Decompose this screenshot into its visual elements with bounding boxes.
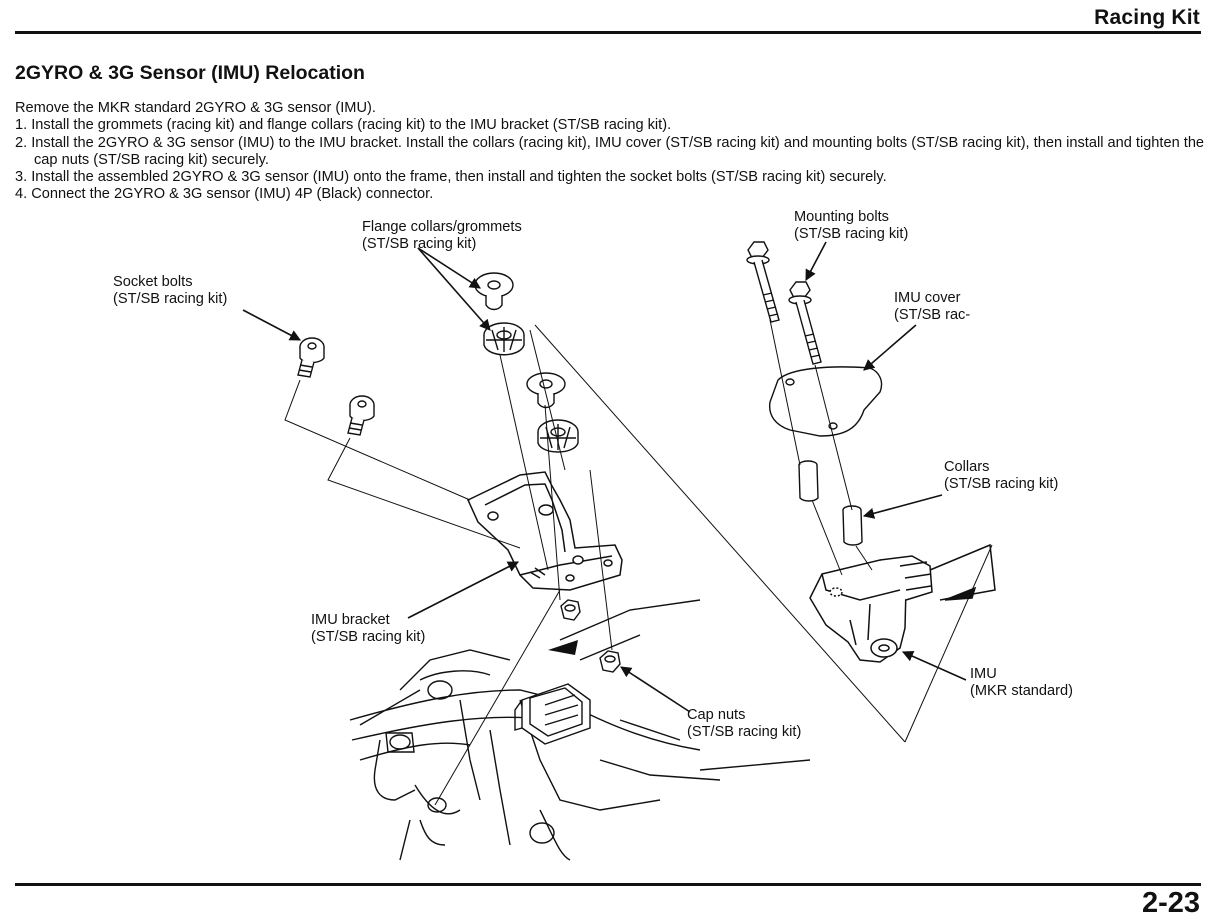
callout-imu-cover-title: IMU cover [894, 290, 961, 306]
callout-mounting-bolts: Mounting bolts (ST/SB racing kit) [794, 209, 908, 244]
instruction-step-3: 3. Install the assembled 2GYRO & 3G sens… [15, 169, 887, 186]
callout-imu-cover: IMU cover (ST/SB rac- [894, 290, 970, 325]
callout-mounting-bolts-title: Mounting bolts [794, 209, 889, 225]
callout-collars-spec: (ST/SB racing kit) [944, 476, 1059, 493]
callout-imu: IMU (MKR standard) [970, 666, 1073, 701]
section-title: 2GYRO & 3G Sensor (IMU) Relocation [15, 62, 365, 84]
connector-4p-drawing [514, 683, 591, 745]
callout-socket-bolts-spec: (ST/SB racing kit) [113, 291, 228, 308]
frame-drawing [349, 599, 811, 861]
collar-drawing-1 [798, 460, 819, 502]
instruction-step-4: 4. Connect the 2GYRO & 3G sensor (IMU) 4… [15, 186, 434, 203]
header-title: Racing Kit [1094, 6, 1200, 29]
assembly-guide-lines [284, 319, 993, 806]
callout-cap-nuts-spec: (ST/SB racing kit) [687, 724, 802, 741]
callout-imu-title: IMU [970, 666, 997, 682]
callout-imu-cover-spec: (ST/SB rac- [894, 307, 971, 324]
instructions: Remove the MKR standard 2GYRO & 3G senso… [15, 100, 1210, 204]
callout-flange-collars-title: Flange collars/grommets [362, 219, 522, 235]
imu-cover-drawing [768, 366, 883, 437]
cap-nut-drawing-1 [560, 599, 581, 621]
instruction-intro: Remove the MKR standard 2GYRO & 3G senso… [15, 100, 376, 116]
page-number: 2-23 [1141, 887, 1200, 919]
footer-rule [15, 883, 1201, 886]
grommet-drawing-2 [537, 419, 579, 453]
callout-imu-bracket-spec: (ST/SB racing kit) [311, 629, 426, 646]
callout-collars-title: Collars [944, 459, 990, 475]
collar-drawing-2 [842, 505, 863, 546]
socket-bolt-drawing-1 [297, 337, 325, 378]
callout-cap-nuts: Cap nuts (ST/SB racing kit) [687, 707, 801, 742]
socket-bolt-drawing-2 [347, 395, 375, 436]
grommet-drawing-1 [483, 322, 525, 356]
callout-imu-spec: (MKR standard) [970, 683, 1073, 700]
callout-collars: Collars (ST/SB racing kit) [944, 459, 1058, 494]
header-rule [15, 31, 1201, 34]
mounting-bolt-drawing-2 [788, 281, 822, 365]
instruction-step-2: 2. Install the 2GYRO & 3G sensor (IMU) t… [15, 134, 1205, 168]
imu-drawing [809, 543, 996, 663]
callout-flange-collars-spec: (ST/SB racing kit) [362, 236, 477, 253]
callout-socket-bolts-title: Socket bolts [113, 274, 193, 290]
callout-imu-bracket-title: IMU bracket [311, 612, 390, 628]
callout-arrows [242, 241, 967, 713]
instruction-step-1: 1. Install the grommets (racing kit) and… [15, 117, 672, 134]
callout-mounting-bolts-spec: (ST/SB racing kit) [794, 226, 909, 243]
flange-collar-drawing-2 [526, 372, 566, 409]
callout-cap-nuts-title: Cap nuts [687, 707, 746, 723]
mounting-bolt-drawing-1 [746, 241, 780, 323]
flange-collar-drawing-1 [474, 272, 514, 311]
cap-nut-drawing-2 [599, 650, 621, 673]
callout-flange-collars: Flange collars/grommets (ST/SB racing ki… [362, 219, 522, 254]
frame-marker-triangle [548, 640, 578, 655]
callout-socket-bolts: Socket bolts (ST/SB racing kit) [113, 274, 227, 309]
imu-bracket-drawing [467, 471, 623, 591]
callout-imu-bracket: IMU bracket (ST/SB racing kit) [311, 612, 425, 647]
